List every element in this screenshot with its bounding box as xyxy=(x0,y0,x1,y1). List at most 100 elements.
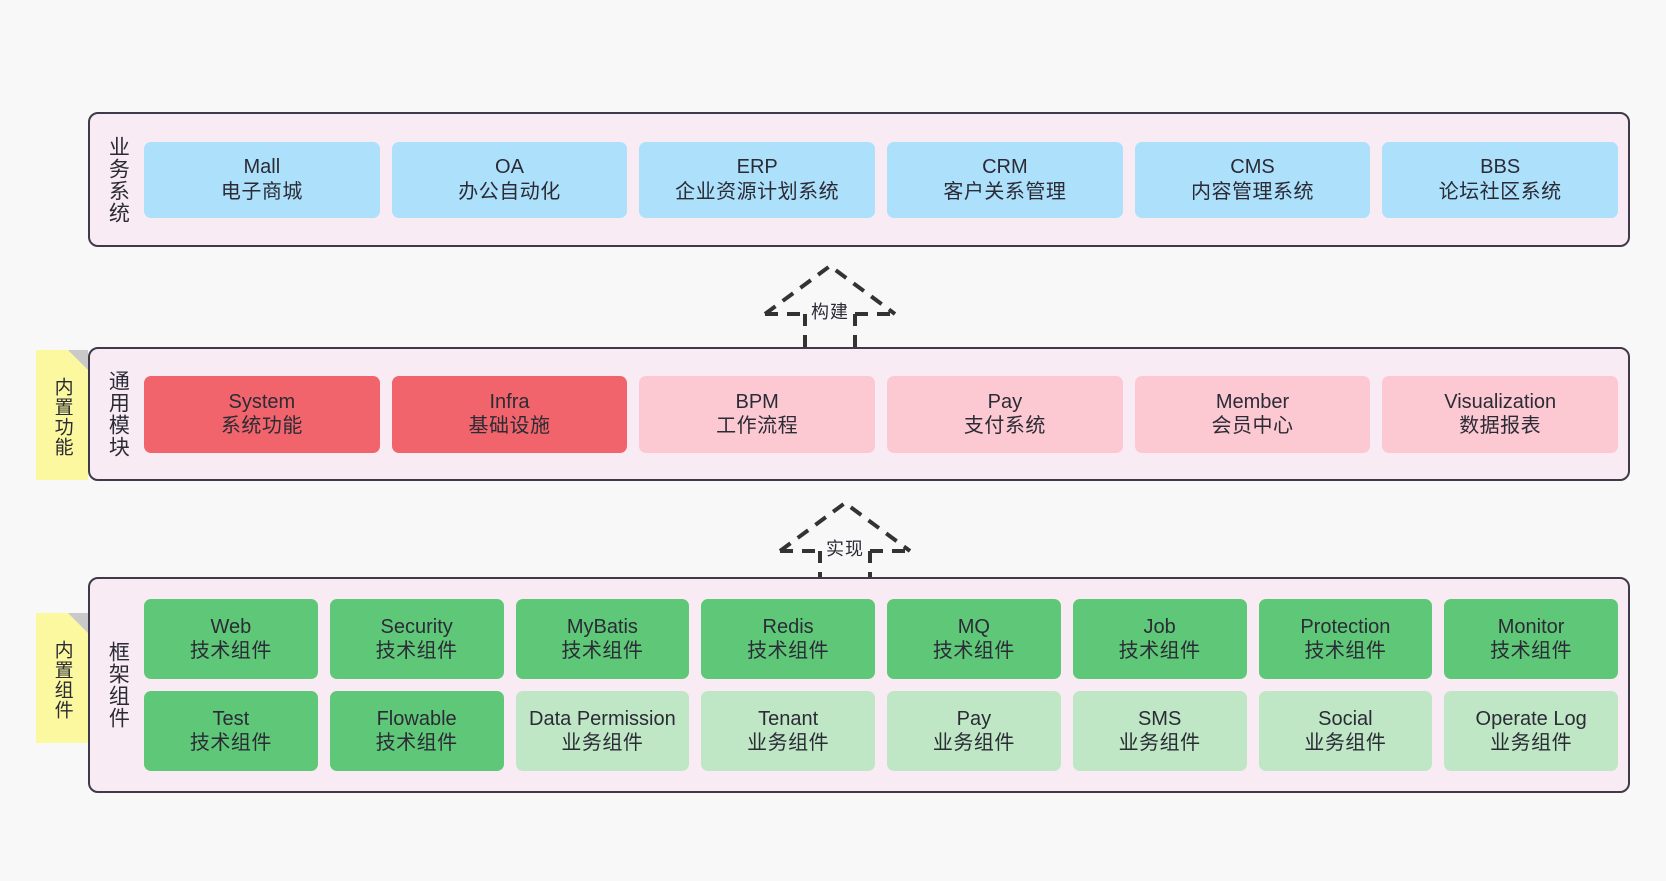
card-title-cn: 技术组件 xyxy=(932,640,1015,662)
card-title-cn: 办公自动化 xyxy=(458,180,561,203)
card-title-en: Flowable xyxy=(376,707,457,730)
card-title-cn: 业务组件 xyxy=(1304,732,1387,754)
card-data-permission[interactable]: Data Permission 业务组件 xyxy=(515,691,690,771)
card-title-cn: 论坛社区系统 xyxy=(1438,180,1562,203)
card-title-en: Social xyxy=(1318,707,1373,730)
card-pay[interactable]: Pay 支付系统 xyxy=(887,375,1123,453)
card-title-cn: 系统功能 xyxy=(220,415,303,437)
panel-label-framework-components: 框架组件 xyxy=(106,641,130,729)
panel-body-business-systems: Mall 电子商城 OA 办公自动化 ERP 企业资源计划系统 CRM 客户关系… xyxy=(144,114,1628,245)
card-title-en: Pay xyxy=(987,390,1023,413)
card-title-en: ERP xyxy=(736,156,778,179)
card-title-en: Job xyxy=(1143,615,1176,638)
card-title-en: SMS xyxy=(1137,707,1182,730)
card-row: System 系统功能 Infra 基础设施 BPM 工作流程 Pay 支付系统… xyxy=(144,375,1619,453)
card-monitor[interactable]: Monitor 技术组件 xyxy=(1444,599,1618,679)
card-title-cn: 技术组件 xyxy=(189,732,272,754)
card-test[interactable]: Test 技术组件 xyxy=(144,691,318,771)
card-flowable[interactable]: Flowable 技术组件 xyxy=(329,691,504,771)
card-mall[interactable]: Mall 电子商城 xyxy=(144,141,380,218)
card-title-en: Monitor xyxy=(1497,615,1565,638)
connector-build-arrow: 构建 xyxy=(755,258,905,348)
card-security[interactable]: Security 技术组件 xyxy=(329,599,504,679)
sticky-note-label: 内置组件 xyxy=(51,640,73,720)
card-mybatis[interactable]: MyBatis 技术组件 xyxy=(515,599,690,679)
card-mq[interactable]: MQ 技术组件 xyxy=(887,599,1061,679)
card-title-cn: 技术组件 xyxy=(375,640,458,662)
card-title-cn: 基础设施 xyxy=(468,415,551,437)
card-pay-business[interactable]: Pay 业务组件 xyxy=(887,691,1061,771)
card-row: Web 技术组件 Security 技术组件 MyBatis 技术组件 Redi… xyxy=(144,599,1618,679)
card-title-en: System xyxy=(228,390,296,413)
panel-body-common-modules: System 系统功能 Infra 基础设施 BPM 工作流程 Pay 支付系统… xyxy=(144,349,1628,479)
card-title-en: Protection xyxy=(1300,615,1391,638)
card-title-cn: 技术组件 xyxy=(747,640,830,662)
card-erp[interactable]: ERP 企业资源计划系统 xyxy=(639,141,876,218)
card-title-cn: 技术组件 xyxy=(1304,640,1387,662)
card-title-cn: 技术组件 xyxy=(189,640,272,662)
card-tenant[interactable]: Tenant 业务组件 xyxy=(701,691,875,771)
card-title-en: Member xyxy=(1215,390,1290,413)
card-title-en: Security xyxy=(380,615,453,638)
card-visualization[interactable]: Visualization 数据报表 xyxy=(1382,375,1619,453)
card-row: Test 技术组件 Flowable 技术组件 Data Permission … xyxy=(144,691,1618,771)
card-title-en: Infra xyxy=(489,390,530,413)
card-title-en: OA xyxy=(495,156,524,179)
card-title-en: Visualization xyxy=(1444,390,1557,413)
card-title-en: Tenant xyxy=(758,707,819,730)
card-row: Mall 电子商城 OA 办公自动化 ERP 企业资源计划系统 CRM 客户关系… xyxy=(144,141,1619,218)
card-job[interactable]: Job 技术组件 xyxy=(1072,599,1247,679)
panel-business-systems: 业务系统 Mall 电子商城 OA 办公自动化 ERP 企业资源计划系统 CRM… xyxy=(88,112,1630,247)
card-title-en: Data Permission xyxy=(529,707,676,730)
card-title-cn: 技术组件 xyxy=(1118,640,1201,662)
card-title-en: Test xyxy=(212,707,250,730)
card-system[interactable]: System 系统功能 xyxy=(144,375,380,453)
card-oa[interactable]: OA 办公自动化 xyxy=(391,141,628,218)
card-title-cn: 支付系统 xyxy=(963,415,1046,437)
card-title-cn: 内容管理系统 xyxy=(1191,180,1315,203)
card-title-en: BPM xyxy=(735,390,779,413)
card-sms[interactable]: SMS 业务组件 xyxy=(1072,691,1247,771)
card-title-cn: 业务组件 xyxy=(1490,732,1573,754)
panel-body-framework-components: Web 技术组件 Security 技术组件 MyBatis 技术组件 Redi… xyxy=(144,579,1628,791)
card-title-cn: 客户关系管理 xyxy=(943,180,1067,203)
panel-common-modules: 通用模块 System 系统功能 Infra 基础设施 BPM 工作流程 Pay… xyxy=(88,347,1630,481)
card-protection[interactable]: Protection 技术组件 xyxy=(1258,599,1433,679)
card-title-en: MQ xyxy=(957,615,990,638)
sticky-note-builtin-functions: 内置功能 xyxy=(36,350,88,480)
card-redis[interactable]: Redis 技术组件 xyxy=(701,599,875,679)
card-title-cn: 业务组件 xyxy=(747,732,830,754)
card-title-cn: 工作流程 xyxy=(716,415,799,437)
card-infra[interactable]: Infra 基础设施 xyxy=(391,375,628,453)
card-crm[interactable]: CRM 客户关系管理 xyxy=(887,141,1123,218)
connector-label-build: 构建 xyxy=(811,302,849,322)
card-title-en: Operate Log xyxy=(1475,707,1587,730)
card-title-en: MyBatis xyxy=(566,615,638,638)
card-social[interactable]: Social 业务组件 xyxy=(1258,691,1433,771)
card-title-cn: 技术组件 xyxy=(561,640,644,662)
card-title-cn: 业务组件 xyxy=(932,732,1015,754)
card-operate-log[interactable]: Operate Log 业务组件 xyxy=(1444,691,1618,771)
card-bbs[interactable]: BBS 论坛社区系统 xyxy=(1382,141,1619,218)
card-title-en: CMS xyxy=(1230,156,1275,179)
connector-implement-arrow: 实现 xyxy=(770,495,920,585)
card-title-cn: 会员中心 xyxy=(1211,415,1294,437)
card-title-cn: 企业资源计划系统 xyxy=(675,180,840,203)
panel-label-common-modules: 通用模块 xyxy=(106,370,130,458)
card-title-en: Redis xyxy=(762,615,814,638)
card-bpm[interactable]: BPM 工作流程 xyxy=(639,375,876,453)
card-member[interactable]: Member 会员中心 xyxy=(1134,375,1371,453)
card-title-cn: 数据报表 xyxy=(1459,415,1542,437)
card-title-en: CRM xyxy=(982,156,1028,179)
card-title-en: Mall xyxy=(243,156,281,179)
card-title-cn: 业务组件 xyxy=(1118,732,1201,754)
sticky-note-label: 内置功能 xyxy=(51,377,73,457)
sticky-note-builtin-components: 内置组件 xyxy=(36,613,88,743)
card-web[interactable]: Web 技术组件 xyxy=(144,599,318,679)
card-title-en: Pay xyxy=(956,707,992,730)
card-cms[interactable]: CMS 内容管理系统 xyxy=(1134,141,1371,218)
card-title-cn: 技术组件 xyxy=(1490,640,1573,662)
card-title-cn: 电子商城 xyxy=(220,180,303,203)
panel-framework-components: 框架组件 Web 技术组件 Security 技术组件 MyBatis 技术组件… xyxy=(88,577,1630,793)
panel-label-business-systems: 业务系统 xyxy=(106,135,130,224)
